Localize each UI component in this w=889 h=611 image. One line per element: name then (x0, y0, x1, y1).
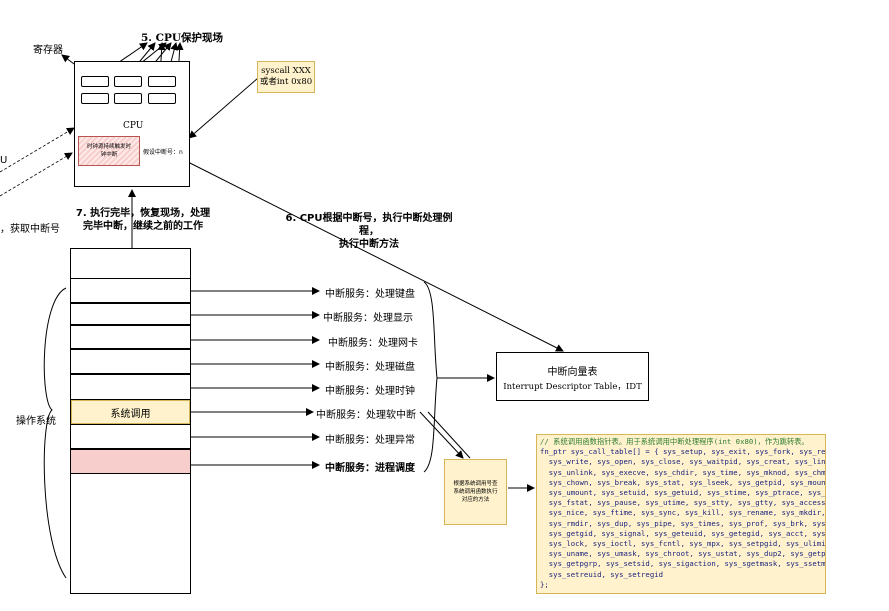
step6-line2: 执行中断方法 (339, 239, 399, 250)
os-label: 操作系统 (16, 416, 56, 427)
syscall-note-line2: 或者int 0x80 (259, 77, 313, 87)
os-brace (43, 287, 67, 579)
service-label: 中断服务：处理软中断 (316, 410, 416, 421)
register-cell (81, 93, 109, 104)
os-row (71, 349, 190, 374)
os-row (71, 424, 190, 449)
clock-source-note: 时钟源持续触发时钟中断 (78, 136, 140, 166)
clock-source-text: 时钟源持续触发时钟中断 (87, 144, 132, 158)
register-cell (114, 93, 142, 104)
service-label: 中断服务：进程调度 (325, 463, 415, 474)
partial-u-label: U (0, 155, 8, 166)
os-row (71, 449, 190, 474)
service-arrows (181, 287, 320, 469)
service-label: 中断服务：处理时钟 (325, 386, 415, 397)
syscall-arrow (188, 77, 259, 139)
step6-line1: 6. CPU根据中断号，执行中断处理例程， (285, 213, 453, 237)
register-cell (81, 76, 109, 87)
idt-title: 中断向量表 (547, 367, 598, 378)
syscall-note: syscall XXX 或者int 0x80 (257, 61, 315, 93)
os-row (71, 374, 190, 400)
service-label: 中断服务：处理显示 (323, 313, 413, 324)
register-cell (148, 76, 176, 87)
syscall-lookup-note: 根据系统调用号查系统调用函数执行对应的方法 (444, 459, 507, 525)
partial-get-irq-label: ，获取中断号 (0, 224, 60, 235)
register-cell (148, 93, 176, 104)
code-body: fn_ptr sys_call_table[] = { sys_setup, s… (540, 447, 826, 589)
syscall-table-code: // 系统调用函数指针表。用于系统调用中断处理程序(int 0x80)，作为跳转… (536, 434, 826, 594)
os-row (71, 325, 190, 349)
step5-label: 5. CPU保护现场 (141, 32, 224, 44)
service-label: 中断服务：处理网卡 (328, 338, 418, 349)
os-row: 系统调用 (71, 400, 190, 424)
syscall-lookup-text: 根据系统调用号查系统调用函数执行对应的方法 (453, 481, 498, 503)
register-cell (114, 76, 142, 87)
service-label: 中断服务：处理磁盘 (325, 362, 415, 373)
services-brace (423, 281, 438, 473)
os-row (71, 303, 190, 325)
registers-label: 寄存器 (33, 45, 63, 56)
syscall-note-line1: syscall XXX (261, 66, 311, 76)
idt-subtitle: Interrupt Descriptor Table，IDT (503, 382, 642, 392)
idt-box: 中断向量表 Interrupt Descriptor Table，IDT (496, 352, 649, 401)
assumed-irq-label: 假设中断号：n (143, 149, 183, 156)
code-comment: // 系统调用函数指针表。用于系统调用中断处理程序(int 0x80)，作为跳转… (540, 437, 809, 446)
step7-label: 7. 执行完毕，恢复现场，处理 完毕中断，继续之前的工作 (70, 207, 216, 233)
step7-line2: 完毕中断，继续之前的工作 (83, 221, 203, 232)
cpu-title: CPU (123, 121, 144, 131)
step6-label: 6. CPU根据中断号，执行中断处理例程， 执行中断方法 (276, 212, 462, 251)
os-row (71, 278, 190, 303)
service-label: 中断服务：处理异常 (325, 435, 415, 446)
os-row-label: 系统调用 (110, 408, 151, 420)
softirq-arrow (419, 411, 464, 459)
step7-line1: 7. 执行完毕，恢复现场，处理 (75, 208, 211, 219)
service-label: 中断服务：处理键盘 (325, 289, 415, 300)
cpu-to-idt-line (179, 157, 564, 352)
